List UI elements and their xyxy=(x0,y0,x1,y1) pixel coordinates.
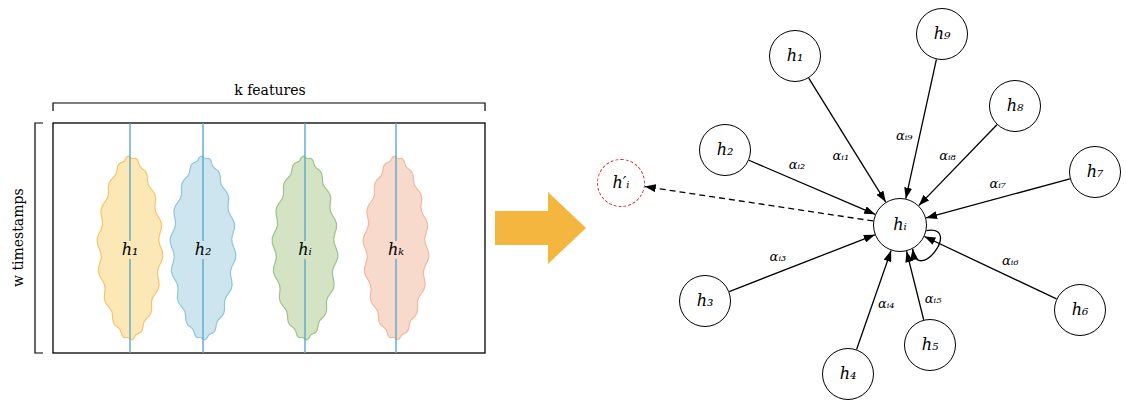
attention-arrow xyxy=(924,237,1056,299)
feature-node-circle: h₆ xyxy=(1054,284,1106,336)
node-label: h′ᵢ xyxy=(612,174,629,192)
feature-axis-line xyxy=(304,123,305,353)
feature-axis-line xyxy=(202,123,203,353)
attention-weight: αᵢ₆ xyxy=(1001,254,1020,268)
attention-arrow xyxy=(809,78,886,202)
node-label: h₉ xyxy=(934,25,951,43)
node-label: h₆ xyxy=(1072,301,1089,319)
node-label: hᵢ xyxy=(893,216,907,234)
node-label: h₃ xyxy=(697,292,714,310)
feature-axis-line xyxy=(395,123,396,353)
feature-node-circle: h₈ xyxy=(989,80,1041,132)
feature-node-circle: h₉ xyxy=(916,8,968,60)
attention-arrow xyxy=(907,251,924,320)
attention-weight: αᵢ₁ xyxy=(832,149,851,163)
feature-axis-line xyxy=(129,123,130,353)
block-arrow xyxy=(495,192,586,264)
feature-node-circle: h₄ xyxy=(822,348,874,400)
node-label: h₁ xyxy=(787,47,804,65)
attention-arrow xyxy=(729,235,875,292)
left-bracket xyxy=(35,123,43,353)
node-label: h₄ xyxy=(840,365,857,383)
blob-outline xyxy=(270,123,340,353)
blob-outline xyxy=(95,123,165,353)
node-label: hᵢ xyxy=(296,241,314,259)
attention-arrow xyxy=(919,125,997,206)
feature-node-circle: h₃ xyxy=(679,275,731,327)
dashed-arrow xyxy=(645,187,874,221)
feature-node-circle: h₁ xyxy=(769,30,821,82)
node-label: h₂ xyxy=(193,241,214,259)
axis-label: k features xyxy=(234,83,306,98)
feature-matrix-frame xyxy=(53,123,485,353)
node-label: h₂ xyxy=(717,141,734,159)
attention-weight: αᵢ₉ xyxy=(895,129,914,143)
attention-weight: αᵢ₄ xyxy=(877,297,896,311)
feature-node-circle: h₅ xyxy=(904,319,956,371)
top-bracket xyxy=(53,103,485,111)
attention-weight: αᵢ₅ xyxy=(924,292,943,306)
node-label: hₖ xyxy=(386,241,406,259)
attention-weight: αᵢ₂ xyxy=(788,158,807,172)
feature-node-circle: h₇ xyxy=(1069,146,1121,198)
attention-weight: αᵢ₈ xyxy=(938,149,957,163)
node-label: h₈ xyxy=(1007,97,1024,115)
attention-weight: αᵢ₇ xyxy=(988,177,1007,191)
axis-label: w timestamps xyxy=(10,189,25,288)
node-label: h₁ xyxy=(120,241,141,259)
node-label: h₇ xyxy=(1087,163,1104,181)
output-node-circle: h′ᵢ xyxy=(597,159,645,207)
feature-blob: hᵢ xyxy=(270,123,340,353)
attention-weight: αᵢ₃ xyxy=(769,250,788,264)
feature-blob: hₖ xyxy=(361,123,431,353)
attention-arrow xyxy=(749,160,875,214)
feature-blob: h₁ xyxy=(95,123,165,353)
blob-outline xyxy=(168,123,238,353)
feature-blob: h₂ xyxy=(168,123,238,353)
node-label: h₅ xyxy=(922,336,939,354)
feature-node-circle: hᵢ xyxy=(873,198,927,252)
feature-node-circle: h₂ xyxy=(699,124,751,176)
blob-outline xyxy=(361,123,431,353)
